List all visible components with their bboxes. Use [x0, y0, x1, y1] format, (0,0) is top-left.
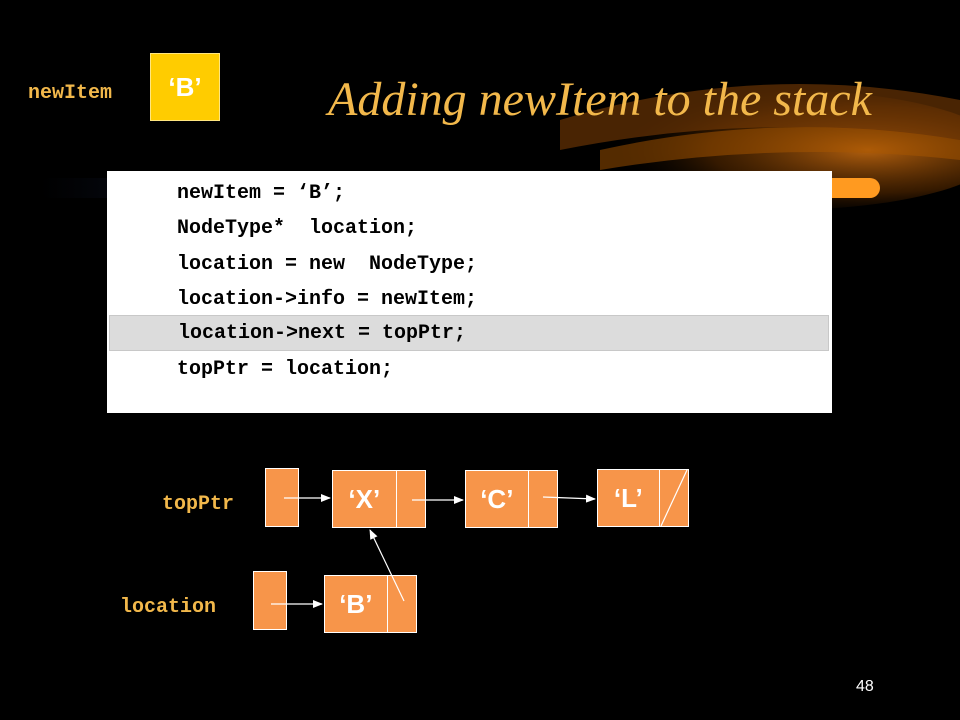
- location-ptr-box: [253, 571, 287, 630]
- node-info: ‘C’: [480, 483, 514, 514]
- new-node-b: ‘B’: [324, 575, 417, 633]
- code-line: location = new NodeType;: [177, 253, 478, 276]
- node-info: ‘X’: [348, 483, 381, 514]
- top-ptr-label: topPtr: [162, 493, 235, 516]
- top-ptr-box: [265, 468, 299, 527]
- code-line: NodeType* location;: [177, 217, 418, 240]
- new-item-value-box: ‘B’: [150, 53, 220, 121]
- node-info: ‘L’: [613, 482, 643, 513]
- slide-title: Adding newItem to the stack: [328, 73, 872, 126]
- code-line-highlighted: location->next = topPtr;: [109, 315, 829, 351]
- stack-node-c: ‘C’: [465, 470, 558, 528]
- new-item-value: ‘B’: [168, 71, 202, 102]
- code-line: topPtr = location;: [177, 358, 394, 381]
- location-label: location: [120, 596, 217, 619]
- slide-number: 48: [856, 678, 874, 695]
- stack-node-x: ‘X’: [332, 470, 426, 528]
- node-info: ‘B’: [339, 588, 373, 619]
- stack-node-l: ‘L’: [597, 469, 689, 527]
- code-line: newItem = ‘B’;: [177, 182, 346, 205]
- node-next-null: [658, 470, 688, 526]
- node-next: [395, 471, 425, 527]
- code-panel: newItem = ‘B’; NodeType* location; locat…: [107, 171, 832, 413]
- node-next: [386, 576, 416, 632]
- new-item-label: newItem: [28, 82, 113, 105]
- node-next: [527, 471, 557, 527]
- code-line: location->info = newItem;: [177, 288, 478, 311]
